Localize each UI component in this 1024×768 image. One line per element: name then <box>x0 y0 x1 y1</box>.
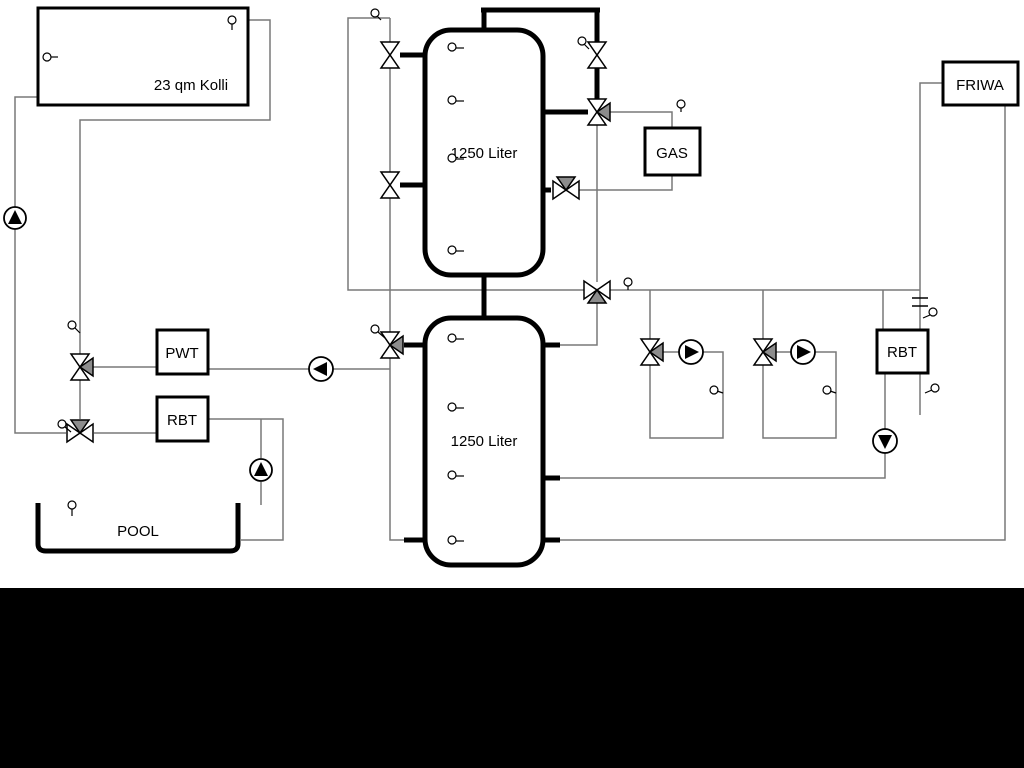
main-pipes <box>400 7 600 543</box>
valve-icon <box>379 171 401 199</box>
sensor-icon <box>67 500 77 516</box>
pool-pump-icon <box>249 458 273 482</box>
three-way-valve-icon <box>583 279 611 304</box>
pumps <box>3 206 898 482</box>
pipe-lines <box>14 17 1006 541</box>
sensor-icon <box>67 320 81 334</box>
rbt-pump-icon <box>872 428 898 454</box>
valve-icon <box>379 41 401 69</box>
heating-pump-2-icon <box>790 339 816 365</box>
gas-label: GAS <box>656 145 688 162</box>
solar-collector-label: 23 qm Kolli <box>154 77 228 94</box>
sensor-icon <box>447 333 464 343</box>
gas-boiler-box: GAS <box>643 126 702 177</box>
sensor-icon <box>709 385 724 395</box>
valve-icon <box>586 41 608 69</box>
rbt-right-label: RBT <box>887 344 917 361</box>
black-footer-area <box>0 588 1024 768</box>
sensor-icon <box>447 95 464 105</box>
three-way-valve-icon <box>379 331 404 359</box>
buffer-tank-1-label: 1250 Liter <box>451 145 518 162</box>
pwt-label: PWT <box>165 345 198 362</box>
solar-pump-icon <box>3 206 27 230</box>
sensor-icon <box>922 307 938 319</box>
pool-label: POOL <box>117 523 159 540</box>
sensor-icon <box>447 42 464 52</box>
buffer-tank-2: 1250 Liter <box>422 315 546 568</box>
three-way-valve-icon <box>639 338 664 366</box>
sensors <box>42 8 940 545</box>
pwt-box: PWT <box>155 328 210 376</box>
sensor-icon <box>57 419 72 433</box>
sensor-icon <box>370 8 382 21</box>
sensor-icon <box>447 153 464 163</box>
sensor-icon <box>447 245 464 255</box>
sensor-icon <box>42 52 58 62</box>
pwt-pump-icon <box>308 356 334 382</box>
rbt-left-label: RBT <box>167 412 197 429</box>
sensor-icon <box>370 324 386 339</box>
heating-pump-1-icon <box>678 339 704 365</box>
three-way-valve-icon <box>66 419 94 444</box>
rbt-right-box: RBT <box>875 328 930 375</box>
sensor-icon <box>623 277 633 290</box>
rbt-left-box: RBT <box>155 395 210 443</box>
sensor-icon <box>227 15 237 30</box>
sensor-icon <box>447 402 464 412</box>
sensor-icon <box>822 385 837 395</box>
pipe-tick-marks <box>912 297 928 307</box>
three-way-valve-icon <box>752 338 777 366</box>
valves <box>66 41 777 444</box>
friwa-box: FRIWA <box>941 60 1020 107</box>
buffer-tank-2-label: 1250 Liter <box>451 433 518 450</box>
sensor-icon <box>447 470 464 480</box>
buffer-tank-1: 1250 Liter <box>422 27 546 278</box>
solar-collector-box: 23 qm Kolli <box>36 6 250 107</box>
three-way-valve-icon <box>586 98 611 126</box>
three-way-valve-icon <box>69 353 94 381</box>
pool-shape: POOL <box>35 503 241 554</box>
three-way-valve-icon <box>552 176 580 201</box>
sensor-icon <box>924 383 940 394</box>
sensor-icon <box>447 535 464 545</box>
sensor-icon <box>676 99 686 112</box>
friwa-label: FRIWA <box>956 77 1004 94</box>
sensor-icon <box>577 36 590 50</box>
